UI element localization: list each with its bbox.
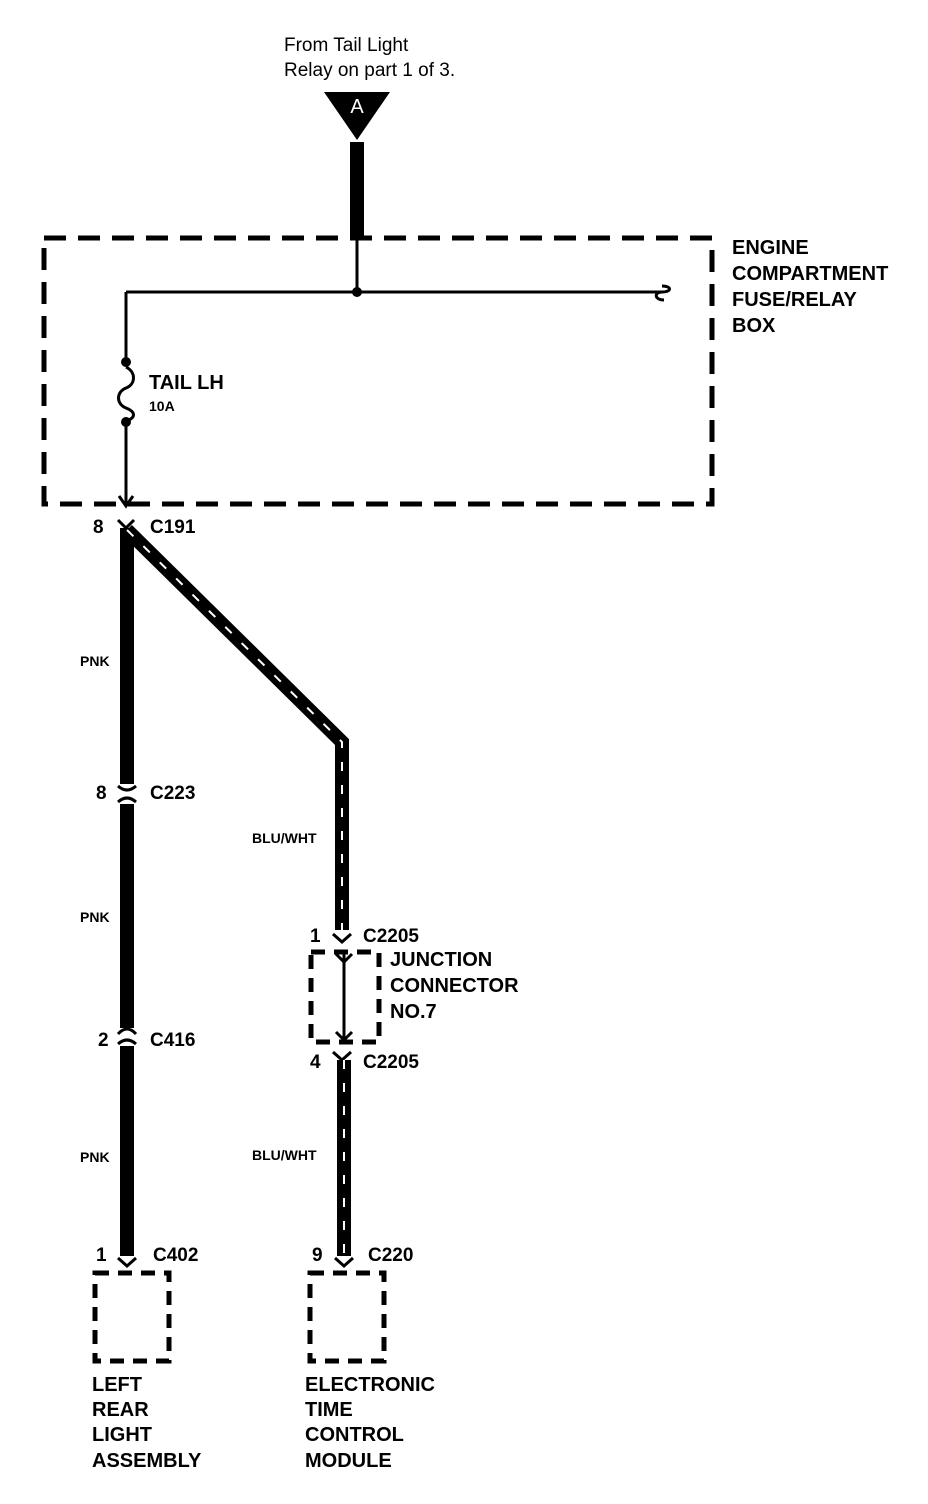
source-note-line-1: From Tail Light [284, 35, 409, 56]
connector-a-triangle [324, 92, 390, 140]
etcm-line-1: ELECTRONIC [305, 1374, 435, 1396]
pnk-wire-label-2: PNK [80, 909, 110, 925]
c223-pin: 8 [96, 783, 107, 804]
fuse-relay-box-outline [41, 235, 715, 507]
etcm-line-2: TIME [305, 1399, 353, 1421]
fuse-box-title-line-4: BOX [732, 315, 776, 337]
fuse-symbol [117, 365, 135, 423]
c2205-in-terminal [332, 932, 352, 945]
fuse-box-title-line-2: COMPARTMENT [732, 263, 888, 285]
c416-lower-terminal [117, 1038, 137, 1046]
c2205-out-name: C2205 [363, 1052, 419, 1073]
bus-continuation-symbol [654, 284, 671, 302]
c220-name: C220 [368, 1245, 413, 1266]
c223-lower-terminal [117, 796, 137, 804]
c402-terminal [117, 1256, 137, 1269]
junction-arrow-bottom [334, 1030, 354, 1043]
c402-name: C402 [153, 1245, 198, 1266]
junction-title-line-3: NO.7 [390, 1001, 437, 1023]
c223-upper-terminal [117, 784, 137, 792]
c191-pin: 8 [93, 517, 104, 538]
left-rear-light-line-4: ASSEMBLY [92, 1450, 202, 1472]
c2205-out-pin: 4 [310, 1052, 321, 1073]
c416-pin: 2 [98, 1030, 109, 1051]
left-rear-light-box [92, 1270, 172, 1364]
fuse-name: TAIL LH [149, 372, 224, 394]
junction-title-line-2: CONNECTOR [390, 975, 519, 997]
splice-dot [352, 287, 362, 297]
c2205-in-pin: 1 [310, 926, 321, 947]
blu-wht-wire-label-1: BLU/WHT [252, 830, 317, 846]
left-rear-light-line-3: LIGHT [92, 1424, 152, 1446]
pnk-wire-label-3: PNK [80, 1149, 110, 1165]
c223-name: C223 [150, 783, 195, 804]
left-rear-light-line-2: REAR [92, 1399, 149, 1421]
c416-name: C416 [150, 1030, 195, 1051]
junction-arrow-top [334, 952, 354, 965]
fuse-rating: 10A [149, 398, 175, 414]
fuse-terminal-top [121, 357, 131, 367]
c416-upper-terminal [116, 1027, 138, 1036]
c2205-in-name: C2205 [363, 926, 419, 947]
c191-female-terminal [117, 495, 135, 509]
blu-wht-wire-label-2: BLU/WHT [252, 1147, 317, 1163]
c402-pin: 1 [96, 1245, 107, 1266]
junction-connector-box [308, 949, 382, 1045]
left-rear-light-line-1: LEFT [92, 1374, 142, 1396]
fuse-box-title-line-3: FUSE/RELAY [732, 289, 858, 311]
pnk-wire-label-1: PNK [80, 653, 110, 669]
junction-title-line-1: JUNCTION [390, 949, 492, 971]
etcm-line-3: CONTROL [305, 1424, 404, 1446]
connector-a-label: A [350, 96, 364, 118]
c191-name: C191 [150, 517, 196, 538]
fuse-box-title-line-1: ENGINE [732, 237, 809, 259]
blu-wht-wire-1-stripe [126, 529, 343, 930]
c220-terminal [334, 1256, 354, 1269]
blu-wht-wire-1 [122, 525, 349, 930]
etcm-box [307, 1270, 387, 1364]
c220-pin: 9 [312, 1245, 323, 1266]
source-note-line-2: Relay on part 1 of 3. [284, 60, 455, 81]
etcm-line-4: MODULE [305, 1450, 392, 1472]
c2205-out-terminal [332, 1050, 352, 1063]
